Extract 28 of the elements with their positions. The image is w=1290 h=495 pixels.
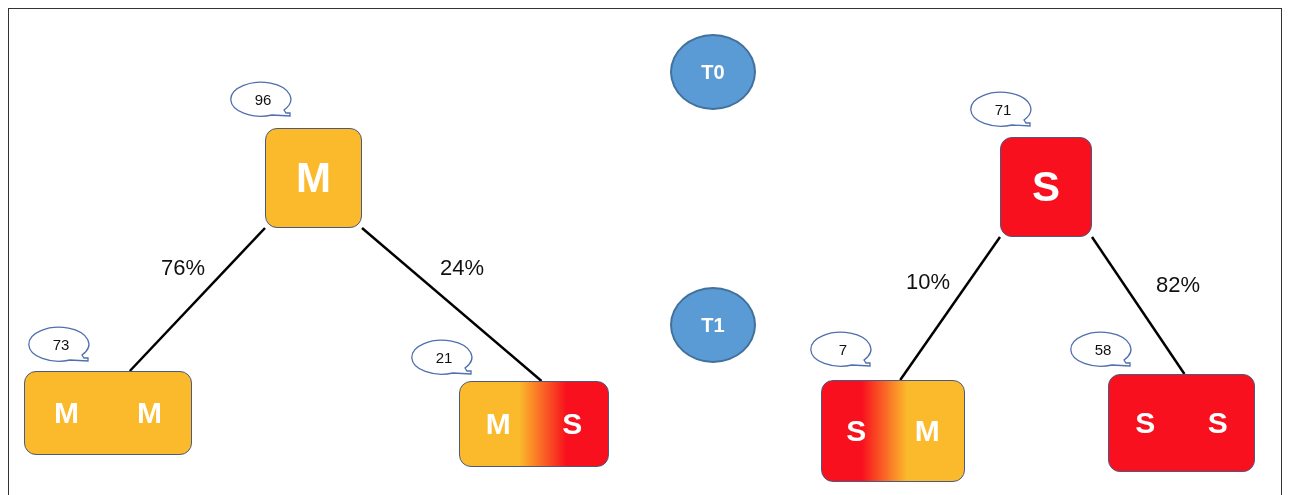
state-box [24,371,192,455]
state-letter: M [137,396,162,430]
time-point-label: T0 [701,60,725,84]
state-box [1000,137,1092,237]
state-letter: M [54,396,79,430]
state-letter: S [562,407,583,441]
count-label: 58 [1094,340,1112,358]
state-box [265,128,362,228]
state-letter: M [296,154,331,202]
count-label: 21 [435,348,453,366]
state-box [821,380,965,482]
state-letter: M [914,414,940,448]
state-letter: S [846,414,867,448]
state-box [459,381,609,467]
branch-line [1090,236,1186,375]
state-box [1108,374,1255,472]
branch-line [128,227,266,372]
count-label: 71 [994,100,1012,118]
state-letter: S [1032,163,1060,211]
state-letter: M [485,407,511,441]
count-label: 7 [838,340,848,358]
time-point-label: T1 [701,313,725,337]
count-label: 96 [254,90,272,108]
branch-line [899,236,1002,381]
branch-line [361,227,543,382]
state-letter: S [1207,406,1228,440]
count-label: 73 [52,335,70,353]
state-letter: S [1135,406,1156,440]
